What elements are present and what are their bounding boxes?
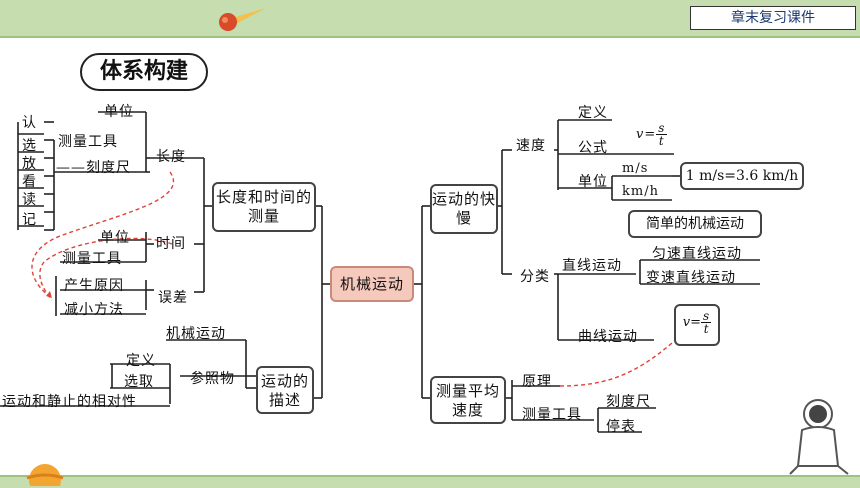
time-unit-label: 单位: [100, 230, 130, 246]
speed-label: 速度: [516, 138, 546, 154]
speed-formula-label: 公式: [578, 140, 608, 156]
unit-kmh: km/h: [622, 184, 659, 199]
length-time-box: 长度和时间的测量: [212, 182, 316, 232]
length-unit-label: 单位: [104, 104, 134, 120]
measure-speed-box: 测量平均速度: [430, 376, 506, 424]
measure-tool-label: 测量工具: [522, 407, 582, 423]
uniform-motion: 匀速直线运动: [652, 246, 742, 262]
variable-motion: 变速直线运动: [646, 270, 736, 286]
time-tool-label: 测量工具: [62, 251, 122, 267]
straight-motion: 直线运动: [562, 258, 622, 274]
footer-bar: [0, 475, 860, 488]
error-cause: 产生原因: [64, 278, 124, 294]
center-node: 机械运动: [330, 266, 414, 302]
error-reduce: 减小方法: [64, 302, 124, 318]
step-select: 选: [22, 138, 37, 154]
page-title: 体系构建: [80, 53, 208, 91]
speed-unit-label: 单位: [578, 174, 608, 190]
speed-box: 运动的快慢: [430, 184, 498, 234]
curve-motion: 曲线运动: [578, 329, 638, 345]
planet-icon: [26, 464, 64, 486]
error-label: 误差: [158, 290, 188, 306]
length-tool-ruler: ——刻度尺: [56, 160, 131, 176]
chapter-badge: 章末复习课件: [690, 6, 856, 30]
reference-label: 参照物: [190, 371, 235, 387]
stopwatch-label: 停表: [606, 419, 636, 435]
conversion-callout: 1 m/s=3.6 km/h: [680, 162, 804, 190]
classify-label: 分类: [520, 269, 550, 285]
astronaut-icon: [789, 399, 849, 475]
relativity-label: 运动和静止的相对性: [2, 394, 137, 410]
description-box: 运动的描述: [256, 366, 314, 414]
length-label: 长度: [156, 149, 186, 165]
step-look: 看: [22, 174, 37, 190]
simplest-motion-callout: 简单的机械运动: [628, 210, 762, 238]
principle-label: 原理: [522, 374, 552, 390]
time-label: 时间: [156, 236, 186, 252]
step-record: 记: [22, 212, 37, 228]
unit-ms: m/s: [622, 161, 649, 176]
step-read: 读: [22, 192, 37, 208]
step-recognize: 认: [22, 115, 37, 131]
step-place: 放: [22, 156, 37, 172]
ruler-label: 刻度尺: [606, 394, 651, 410]
meteor-icon: [219, 8, 266, 31]
length-tool-label: 测量工具: [58, 134, 118, 150]
mechanical-motion-label: 机械运动: [166, 326, 226, 342]
definition-label: 定义: [126, 353, 156, 369]
speed-definition: 定义: [578, 105, 608, 121]
choose-label: 选取: [124, 374, 154, 390]
